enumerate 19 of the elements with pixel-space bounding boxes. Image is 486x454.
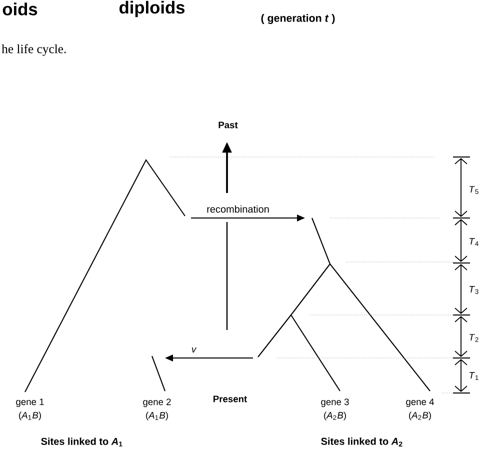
page-fragment-text: ( generation t ) <box>259 12 337 26</box>
page-fragment-text: oids <box>0 1 40 17</box>
caption-fragment: he life cycle. <box>0 42 68 58</box>
interval-label: T$_{2}$ <box>467 332 481 344</box>
page-fragment-text: diploids <box>117 0 187 18</box>
arrow-label: recombination <box>205 204 271 214</box>
axis-label: Past <box>216 120 240 130</box>
interval-label: T$_{1}$ <box>467 370 481 382</box>
interval-label: T$_{5}$ <box>467 184 481 196</box>
gene-label: gene 3 (A$_{2}$B) <box>321 398 349 420</box>
gene-label: gene 4 (A$_{2}$B) <box>406 398 434 420</box>
group-label: Sites linked to A$_{1}$ <box>40 436 124 448</box>
gene-label: gene 1 (A$_{1}$B) <box>16 398 44 420</box>
interval-label: T$_{4}$ <box>467 236 481 248</box>
axis-label: Present <box>212 394 248 404</box>
gene-label: gene 2 (A$_{1}$B) <box>143 398 171 420</box>
group-label: Sites linked to A$_{2}$ <box>320 436 405 448</box>
arrow-label: v <box>190 346 198 354</box>
interval-label: T$_{3}$ <box>467 284 481 296</box>
